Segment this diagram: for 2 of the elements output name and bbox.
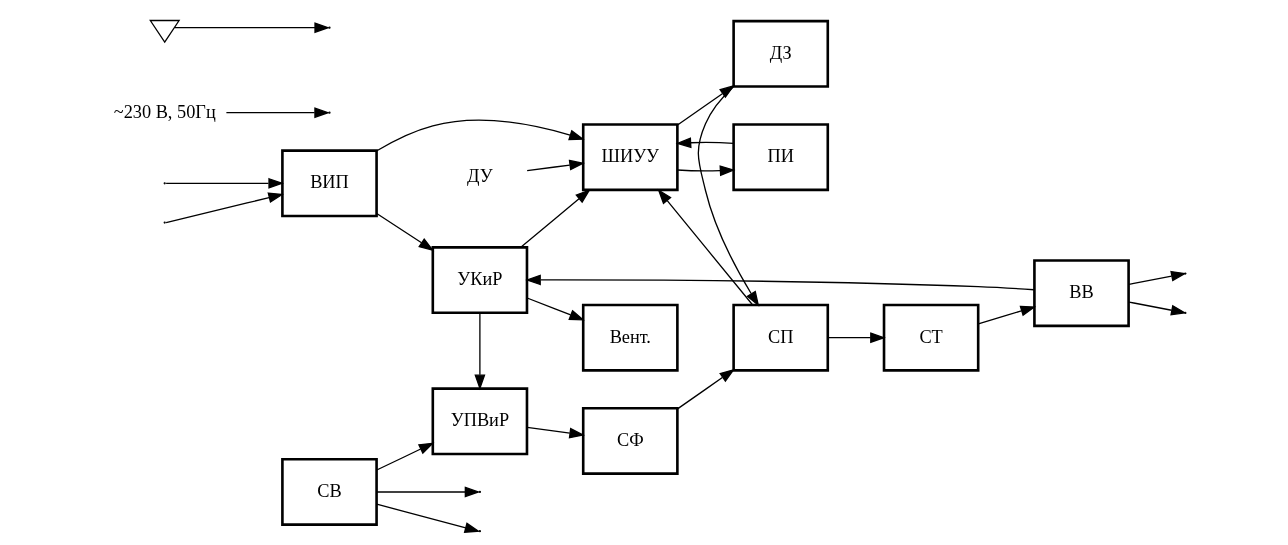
node-text: ДУ bbox=[466, 165, 493, 186]
node-text: ~230 В, 50Гц bbox=[113, 101, 216, 122]
